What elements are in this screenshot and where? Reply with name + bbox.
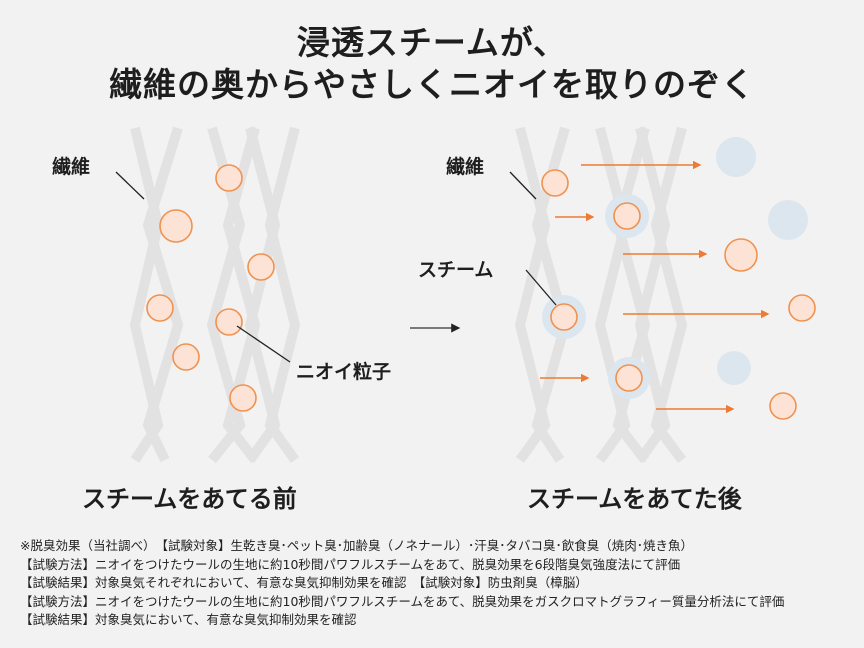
odor-particle — [541, 169, 569, 197]
odor-particle — [788, 294, 816, 322]
odor-particle — [172, 343, 200, 371]
note-line: 【試験結果】対象臭気それぞれにおいて、有意な臭気抑制効果を確認 【試験対象】防虫… — [20, 575, 588, 591]
caption-after: スチームをあてた後 — [527, 485, 742, 513]
fiber-label-after: 繊維 — [446, 156, 485, 178]
note-line: 【試験方法】ニオイをつけたウールの生地に約10秒間パワフルスチームをあて、脱臭効… — [20, 593, 785, 609]
odor-particles-after — [541, 169, 816, 420]
fiber-label-before: 繊維 — [52, 156, 91, 178]
title-line-2: 繊維の奥からやさしくニオイを取りのぞく — [109, 65, 755, 104]
odor-particle — [769, 392, 797, 420]
release-arrows — [540, 160, 770, 414]
note-line: 【試験方法】ニオイをつけたウールの生地に約10秒間パワフルスチームをあて、脱臭効… — [20, 556, 681, 572]
odor-particle — [146, 294, 174, 322]
note-line: 【試験結果】対象臭気において、有意な臭気抑制効果を確認 — [20, 612, 357, 628]
steam-cloud — [717, 351, 751, 385]
odor-particle-label: ニオイ粒子 — [293, 357, 395, 384]
test-notes: ※脱臭効果（当社調べ） 【試験対象】生乾き臭･ペット臭･加齢臭（ノネナール）･汗… — [20, 537, 860, 630]
odor-particle — [159, 209, 193, 243]
steam-cloud — [768, 200, 808, 240]
odor-particle — [615, 364, 643, 392]
note-line: ※脱臭効果（当社調べ） 【試験対象】生乾き臭･ペット臭･加齢臭（ノネナール）･汗… — [20, 538, 693, 553]
odor-particle — [229, 384, 257, 412]
leader-lines-before — [115, 171, 291, 363]
fiber-mesh-before — [129, 126, 301, 464]
odor-particle — [613, 202, 641, 230]
title-line-1: 浸透スチームが、 — [296, 23, 568, 62]
odor-particle — [215, 308, 243, 336]
steam-cloud — [716, 137, 756, 177]
steam-label: スチーム — [418, 259, 494, 281]
fiber-mesh-after — [514, 126, 688, 464]
odor-particle — [215, 164, 243, 192]
odor-particles-before — [146, 164, 275, 412]
odor-particle — [724, 238, 758, 272]
caption-before: スチームをあてる前 — [82, 485, 297, 513]
odor-particle — [247, 253, 275, 281]
leader-lines-after — [509, 171, 557, 306]
odor-particle — [550, 303, 578, 331]
page-title: 浸透スチームが、 繊維の奥からやさしくニオイを取りのぞく — [0, 22, 864, 106]
